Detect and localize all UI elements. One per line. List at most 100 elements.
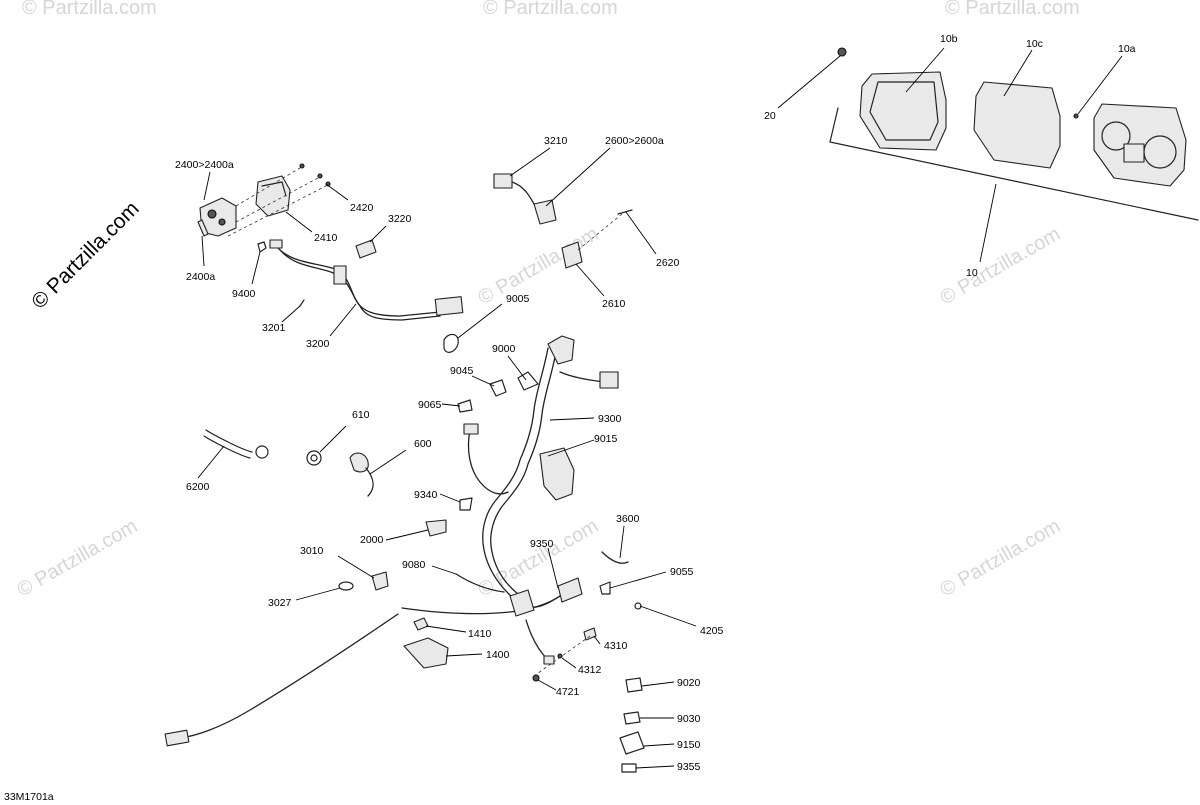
connector-group-2600 — [493, 173, 633, 269]
nut-4721 — [532, 674, 540, 682]
harness-junction-lower — [509, 589, 535, 617]
harness-3200-junction — [333, 265, 347, 285]
harness-2600-wire — [511, 181, 537, 209]
clip-9030 — [623, 711, 641, 725]
side-watermark: © Partzilla.com — [27, 197, 143, 313]
watermark-1: © Partzilla.com — [22, 0, 157, 19]
leader-line — [547, 439, 595, 457]
callout-3200: 3200 — [306, 338, 330, 350]
leader-line — [905, 47, 945, 93]
callout-6200: 6200 — [186, 481, 210, 493]
leader-line — [369, 449, 407, 475]
screw-10a — [1073, 113, 1079, 119]
sensor-600-wire — [365, 467, 374, 497]
gauge-display — [1123, 143, 1145, 163]
leader-line — [639, 605, 697, 627]
leader-line — [561, 657, 577, 669]
leader-line — [635, 765, 675, 769]
leader-line — [1003, 49, 1033, 97]
leader-line — [319, 425, 347, 453]
leader-line — [325, 183, 349, 201]
callout-2410: 2410 — [314, 232, 338, 244]
clip-9400 — [257, 241, 267, 253]
leader-line — [593, 635, 601, 645]
callout-2620: 2620 — [656, 257, 680, 269]
figure-code: 33M1701a — [4, 791, 54, 803]
leader-line — [471, 375, 495, 387]
screw-3201 — [299, 299, 305, 307]
leader-line — [385, 529, 429, 541]
harness-3200-connector — [434, 296, 464, 316]
callout-9350: 9350 — [530, 538, 554, 550]
callout-2400: 2400>2400a — [175, 159, 234, 171]
clip-9045 — [489, 379, 507, 397]
callout-2000: 2000 — [360, 534, 384, 546]
washer-3027 — [338, 581, 354, 591]
leader-line — [441, 403, 461, 407]
callout-10b: 10b — [940, 33, 958, 45]
callout-1410: 1410 — [468, 628, 492, 640]
leader-line — [777, 55, 841, 109]
harness-lower-long — [401, 595, 561, 615]
callout-610: 610 — [352, 409, 370, 421]
leader-line — [641, 681, 675, 687]
callout-3201: 3201 — [262, 322, 286, 334]
leader-line — [369, 225, 387, 243]
handlebar-switch-group — [197, 163, 331, 237]
leader-line — [425, 625, 467, 633]
connector-1410 — [413, 617, 429, 631]
callout-10c: 10c — [1026, 38, 1043, 50]
leader-line — [625, 211, 657, 255]
antenna-lead-connector — [164, 729, 190, 747]
callout-3220: 3220 — [388, 213, 412, 225]
leader-line — [281, 305, 301, 323]
callout-9045: 9045 — [450, 365, 474, 377]
leader-line — [643, 743, 675, 747]
coil-6200 — [205, 429, 253, 453]
switch-grip — [197, 219, 209, 237]
harness-connector-9350 — [557, 577, 583, 603]
leader-line — [1077, 55, 1123, 115]
callout-4312: 4312 — [578, 664, 602, 676]
sensor-2000 — [425, 519, 447, 537]
connector-3220 — [355, 239, 377, 259]
callout-9000: 9000 — [492, 343, 516, 355]
sensor-600 — [349, 452, 369, 473]
harness-3200-wire — [275, 245, 441, 317]
harness-branch-9080 — [455, 573, 505, 593]
leader-line — [329, 303, 357, 337]
leader-line — [203, 171, 211, 201]
clip-9340 — [459, 497, 473, 511]
callout-3010: 3010 — [300, 545, 324, 557]
callout-3600: 3600 — [616, 513, 640, 525]
switch-button-2 — [218, 218, 226, 226]
leader-line — [575, 263, 605, 297]
module-1400 — [403, 637, 449, 669]
callout-9065: 9065 — [418, 399, 442, 411]
leader-line — [445, 653, 483, 657]
harness-branch-right — [559, 371, 605, 383]
callout-2600: 2600>2600a — [605, 135, 664, 147]
callout-9400: 9400 — [232, 288, 256, 300]
callout-3210: 3210 — [544, 135, 568, 147]
harness-branch-top — [547, 335, 575, 365]
leader-line — [507, 355, 527, 381]
callout-4205: 4205 — [700, 625, 724, 637]
clip-9065 — [457, 399, 473, 413]
watermark-8: © Partzilla.com — [937, 515, 1065, 601]
callout-20: 20 — [764, 110, 776, 122]
misc-parts — [203, 333, 645, 773]
callout-10a: 10a — [1118, 43, 1136, 55]
leader-line — [251, 251, 261, 285]
switch-cover-detail — [261, 181, 287, 197]
clip-9150 — [619, 731, 645, 755]
antenna-lead — [179, 613, 399, 739]
tie-9000 — [517, 371, 539, 391]
clip-9355 — [621, 763, 637, 773]
cluster-bracket-line — [829, 107, 1199, 221]
harness-bulk-9015 — [539, 447, 575, 501]
connector-2610 — [561, 241, 583, 269]
gauge-cluster-group — [829, 47, 1199, 221]
callout-9055: 9055 — [670, 566, 694, 578]
